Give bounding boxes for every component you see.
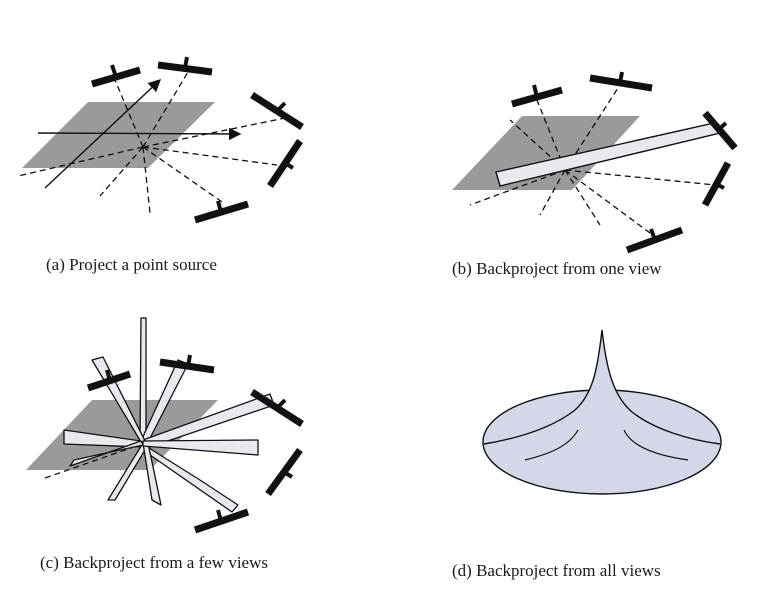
caption-d: (d) Backproject from all views <box>452 561 661 580</box>
panel-b <box>452 71 738 254</box>
peak-surface <box>484 330 720 476</box>
detectors <box>86 354 304 534</box>
projection-rays <box>17 71 291 214</box>
panel-c <box>26 317 304 534</box>
caption-c: (c) Backproject from a few views <box>40 553 268 572</box>
contour-right <box>623 429 689 461</box>
panel-a <box>17 56 304 224</box>
peak-outline-left <box>483 329 603 445</box>
panel-d <box>482 329 722 495</box>
detectors <box>511 71 738 254</box>
peak-outline-right <box>601 329 721 445</box>
detectors <box>91 56 304 224</box>
contour-left <box>524 429 579 461</box>
caption-b: (b) Backproject from one view <box>452 259 662 278</box>
backprojected-bars <box>63 317 275 513</box>
arrow-diagonal <box>44 79 162 189</box>
dashed-ray <box>44 442 146 479</box>
image-plane <box>26 400 218 470</box>
image-plane <box>22 102 215 168</box>
arrow-horizontal <box>37 127 242 141</box>
projection-rays <box>469 87 716 234</box>
caption-a: (a) Project a point source <box>46 255 217 274</box>
